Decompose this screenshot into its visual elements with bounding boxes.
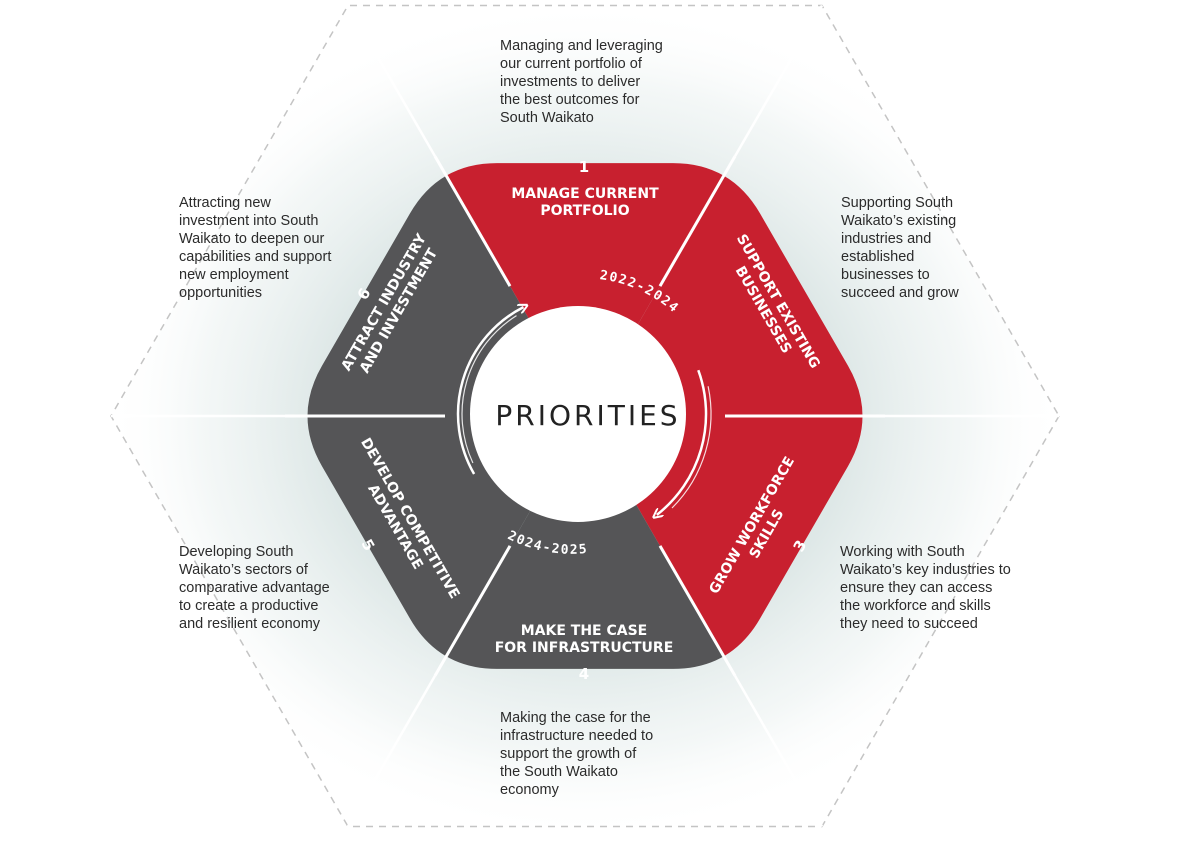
segment-4-wedge [335, 416, 835, 669]
segment-4-title-line2: FOR INFRASTRUCTURE [495, 640, 674, 656]
outer-divider-line [733, 675, 824, 828]
segment-1-description: Managing and leveraging our current port… [500, 38, 663, 126]
outer-divider-lines [111, 4, 1059, 828]
inner-divider-lines [285, 155, 885, 677]
outer-divider-line [346, 4, 437, 157]
inner-divider-line [433, 155, 512, 287]
cycle-arrow-clockwise [456, 307, 523, 475]
segment-1-wedge [335, 163, 835, 416]
segment-4-title-line1: MAKE THE CASE [521, 623, 648, 639]
segment-4-number: 4 [579, 665, 589, 683]
segment-4-description: Making the case for the infrastructure n… [500, 710, 654, 798]
inner-divider-line [658, 155, 737, 287]
inner-divider-line [658, 545, 737, 677]
segment-2-description: Supporting South Waikato’s existing indu… [841, 195, 959, 301]
cycle-arrow-sketch-line [461, 315, 517, 464]
outer-divider-line [733, 4, 824, 157]
segment-1-title-line2: PORTFOLIO [540, 203, 629, 219]
cycle-arrow-return-sketch-line [671, 386, 712, 509]
segment-3-description: Working with South Waikato’s key industr… [840, 544, 1011, 632]
inner-divider-line [433, 545, 512, 677]
segment-6-description: Attracting new investment into South Wai… [179, 195, 332, 301]
segment-5-description: Developing South Waikato’s sectors of co… [179, 544, 330, 632]
outer-divider-line [346, 675, 437, 828]
segment-4-label: MAKE THE CASE FOR INFRASTRUCTURE 4 [495, 623, 674, 683]
segment-1-title-line1: MANAGE CURRENT [511, 186, 659, 202]
center-circle [470, 306, 686, 522]
segment-1-number: 1 [579, 158, 589, 176]
cycle-arrow-return [657, 369, 708, 515]
segment-1-label: 1 MANAGE CURRENT PORTFOLIO [511, 158, 659, 219]
center-label: PRIORITIES [495, 399, 680, 432]
